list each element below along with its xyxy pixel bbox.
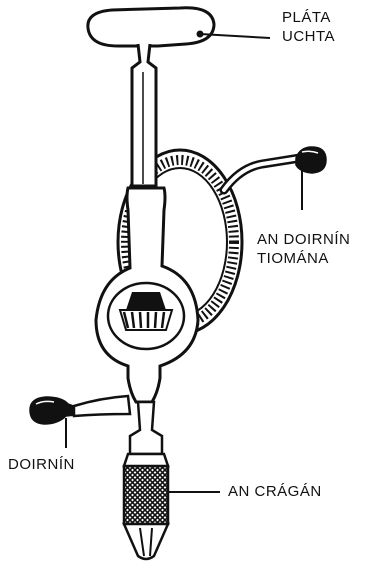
crank-arm (224, 158, 300, 190)
side-handle-arm (74, 396, 130, 416)
label-chuck: AN CRÁGÁN (228, 482, 322, 501)
label-breast-plate: PLÁTA UCHTA (282, 8, 335, 46)
label-drive-handle-line2: TIOMÁNA (257, 249, 350, 268)
chuck-tip (124, 524, 168, 559)
label-breast-plate-line2: UCHTA (282, 27, 335, 46)
main-shaft (132, 44, 156, 186)
side-handle-knob[interactable] (30, 397, 76, 424)
breast-plate[interactable] (88, 8, 214, 46)
label-drive-handle-line1: AN DOIRNÍN (257, 230, 350, 249)
label-side-handle: DOIRNÍN (8, 455, 75, 474)
label-drive-handle: AN DOIRNÍN TIOMÁNA (257, 230, 350, 268)
label-breast-plate-line1: PLÁTA (282, 8, 335, 27)
chuck-collar (130, 402, 162, 454)
chuck-body[interactable] (124, 466, 168, 524)
